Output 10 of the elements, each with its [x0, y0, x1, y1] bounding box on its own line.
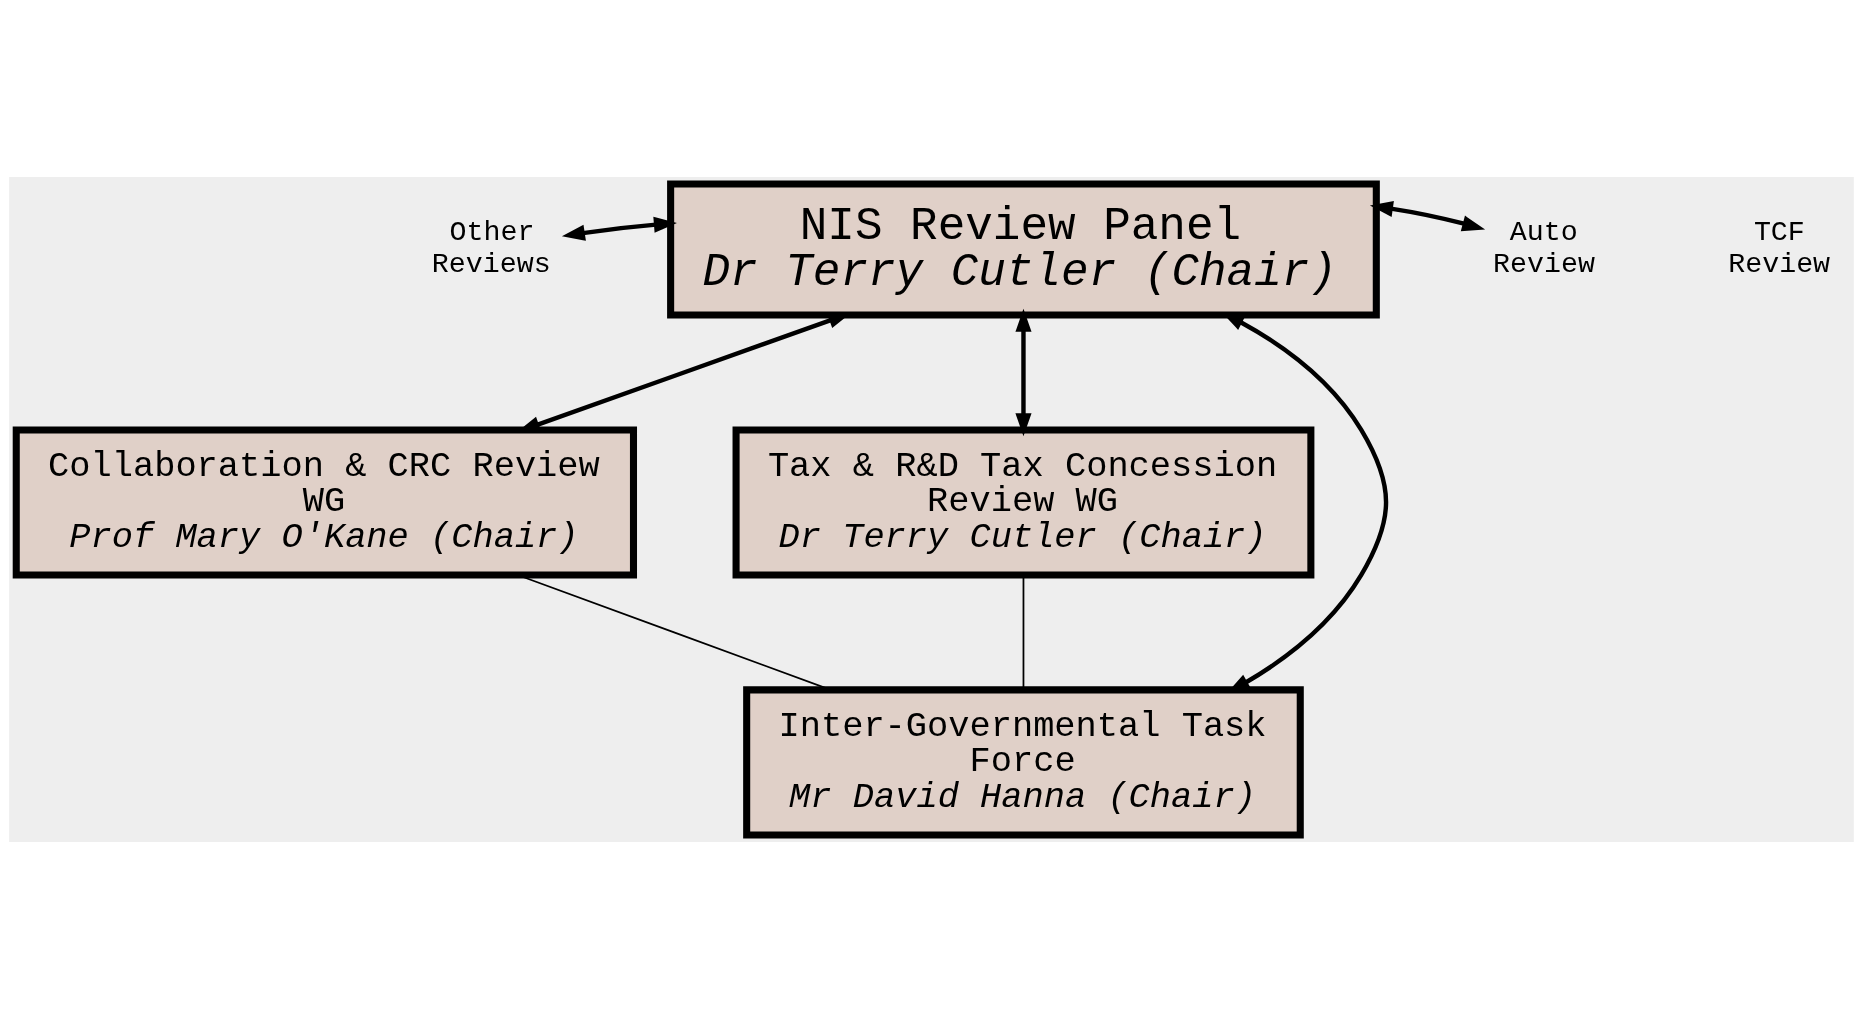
node-text: Auto Review: [1493, 215, 1595, 280]
node-box: Tax & R&D Tax Concession Review WG Dr Terry Cutler (Chair): [732, 425, 1315, 578]
arrow: [1015, 308, 1032, 436]
node-text: Other Reviews: [431, 215, 551, 280]
node-box: Inter-Governmental Task Force Mr David Hanna (Chair): [743, 685, 1304, 838]
label: TCF Review: [1728, 215, 1831, 280]
arrow: [1369, 200, 1486, 231]
arrow: [561, 216, 677, 241]
node-box: NIS Review Panel Dr Terry Cutler (Chair): [667, 180, 1380, 318]
node-box: Collaboration & CRC Review WG Prof Mary O'Kane (Chair): [12, 425, 638, 578]
